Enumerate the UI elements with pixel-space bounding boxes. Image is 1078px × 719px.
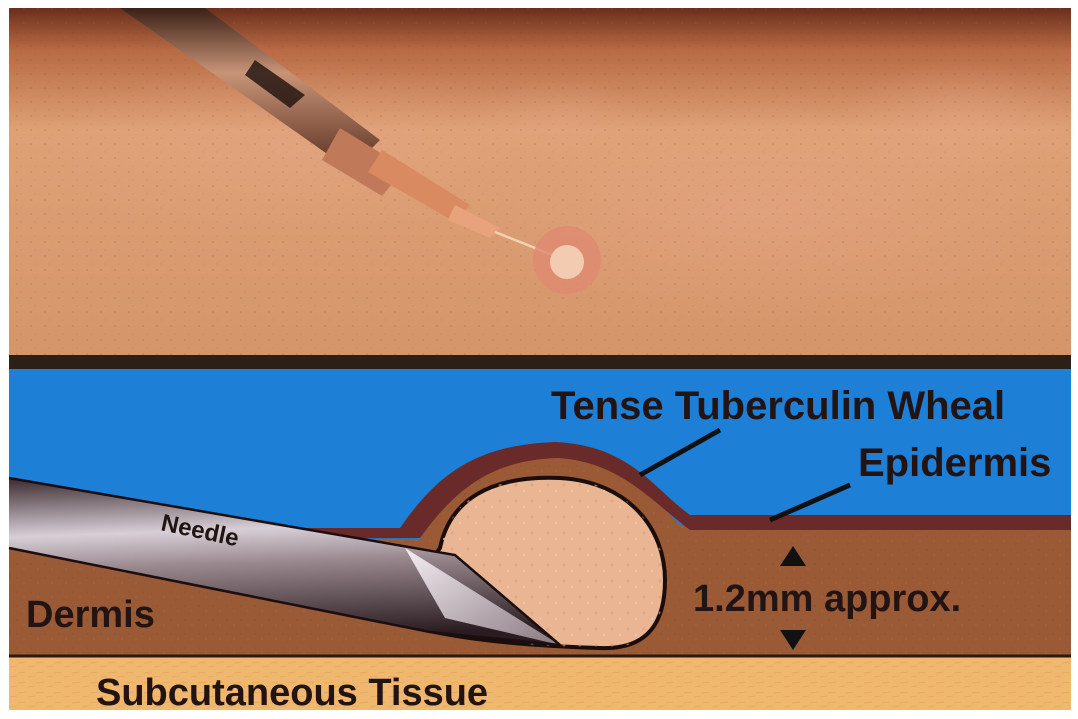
subcutaneous-label: Subcutaneous Tissue <box>96 672 488 714</box>
thickness-label: 1.2mm approx. <box>693 578 961 620</box>
panel-divider <box>9 355 1071 369</box>
epidermis-label: Epidermis <box>858 441 1051 485</box>
dermis-label: Dermis <box>26 594 155 636</box>
wheal-label: Tense Tuberculin Wheal <box>551 384 1005 428</box>
skin-photo-panel <box>9 8 1078 358</box>
cross-section-panel: Tense Tuberculin Wheal Epidermis Needle … <box>9 369 1071 714</box>
wheal-photo <box>533 226 601 294</box>
